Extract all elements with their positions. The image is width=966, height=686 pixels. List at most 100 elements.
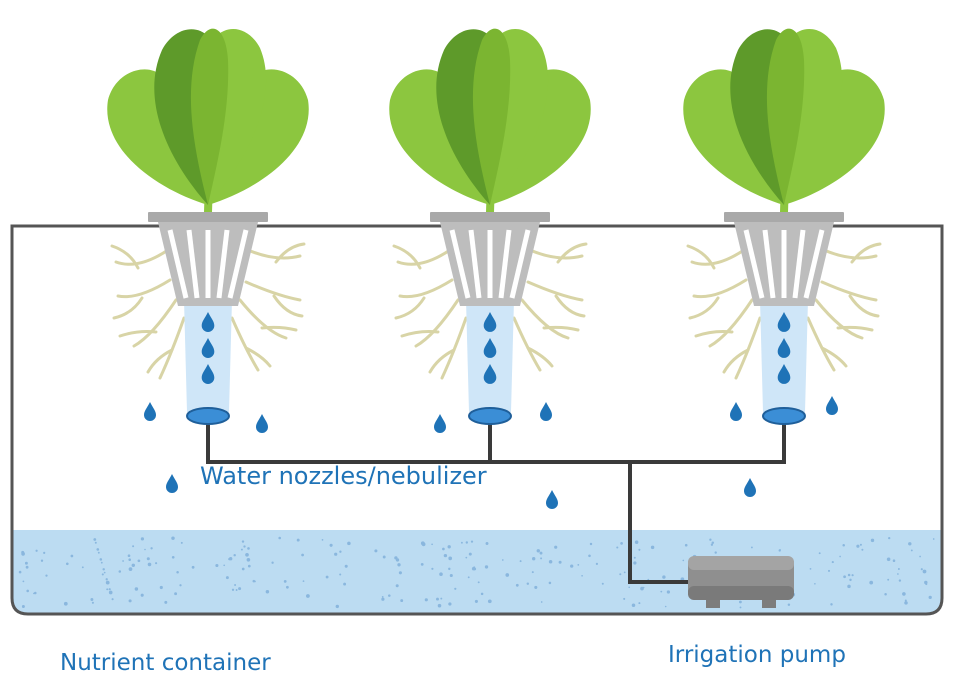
nutrient-solution xyxy=(12,530,942,614)
bubble xyxy=(382,555,386,559)
mist-drop xyxy=(483,312,497,332)
bubble xyxy=(70,554,74,558)
bubble xyxy=(908,542,912,546)
droplet xyxy=(434,414,446,433)
water-droplets xyxy=(144,396,838,509)
bubble xyxy=(558,560,562,564)
roots xyxy=(110,242,306,380)
bubble xyxy=(146,557,150,561)
root xyxy=(400,298,460,348)
nozzle-3 xyxy=(762,407,806,425)
leaves xyxy=(389,28,591,206)
bubble xyxy=(94,541,97,544)
root xyxy=(394,278,454,320)
bubble xyxy=(709,538,712,541)
mist-drop xyxy=(483,338,497,358)
bubble xyxy=(283,580,287,583)
bubble xyxy=(180,541,183,544)
root xyxy=(238,298,298,340)
bubble xyxy=(739,600,742,604)
bubble xyxy=(155,562,158,565)
bubble xyxy=(105,580,110,585)
bubble xyxy=(589,542,593,546)
bubble xyxy=(470,540,474,543)
bubble xyxy=(449,573,453,578)
nozzle-1 xyxy=(186,407,230,425)
bubble xyxy=(93,538,97,541)
bubble xyxy=(102,568,105,571)
plant-2 xyxy=(389,28,591,412)
bubble xyxy=(633,556,636,559)
net-pot-slot xyxy=(186,229,200,299)
bubble xyxy=(534,585,538,589)
bubble xyxy=(241,540,245,543)
nozzles xyxy=(186,407,806,425)
net-pot-slot xyxy=(468,229,482,299)
net-pot xyxy=(430,212,550,306)
bubble xyxy=(595,562,599,566)
bubble xyxy=(40,559,44,562)
bubble xyxy=(265,589,270,594)
bubble xyxy=(131,563,136,568)
bubble xyxy=(63,601,68,606)
bubble xyxy=(460,541,463,544)
bubble xyxy=(388,594,391,597)
bubble xyxy=(24,561,28,565)
net-pot-rim xyxy=(148,212,268,222)
bubble xyxy=(519,560,522,563)
bubble xyxy=(228,557,231,561)
root xyxy=(688,278,748,320)
bubble xyxy=(343,582,347,586)
bubble xyxy=(447,545,451,549)
bubble xyxy=(140,593,144,597)
bubble xyxy=(215,563,219,568)
bubble xyxy=(339,573,342,576)
roots xyxy=(686,242,882,380)
bubble xyxy=(448,602,452,606)
bubble xyxy=(623,571,626,574)
mist-drop xyxy=(777,338,791,358)
bubble xyxy=(473,567,477,571)
bubble xyxy=(818,552,821,555)
leaf-center xyxy=(190,28,229,206)
bubble xyxy=(650,545,655,550)
droplet xyxy=(256,414,268,433)
net-pot-slot xyxy=(216,229,230,299)
bubble xyxy=(787,603,791,607)
bubble xyxy=(682,559,685,562)
pipe-main xyxy=(206,420,786,464)
root xyxy=(686,244,746,270)
bubble xyxy=(253,580,256,583)
root xyxy=(520,298,580,340)
pipe-to-pump xyxy=(628,462,690,584)
bubble xyxy=(347,541,351,546)
leaf-center xyxy=(472,28,511,206)
bubble xyxy=(339,550,342,553)
bubble xyxy=(240,548,243,551)
bubble xyxy=(928,595,932,600)
bubble xyxy=(301,553,304,557)
bubble xyxy=(526,582,530,585)
mist-drop xyxy=(777,364,791,384)
bubble xyxy=(465,541,468,544)
net-pot-slot xyxy=(792,229,806,299)
bubble xyxy=(176,570,179,574)
root xyxy=(112,278,172,320)
bubble xyxy=(245,552,249,557)
bubble xyxy=(443,553,448,558)
bubble xyxy=(171,555,175,559)
net-pot-slot xyxy=(509,229,531,299)
bubble xyxy=(144,548,146,551)
bubble xyxy=(919,555,921,558)
root xyxy=(110,244,170,270)
bubble xyxy=(439,572,443,576)
leaves xyxy=(107,28,309,206)
droplet xyxy=(540,402,552,421)
net-pot xyxy=(724,212,844,306)
bubble xyxy=(484,565,489,569)
bubble xyxy=(90,598,94,601)
bubble xyxy=(536,549,541,553)
bubble xyxy=(174,592,178,596)
bubble xyxy=(431,543,433,546)
